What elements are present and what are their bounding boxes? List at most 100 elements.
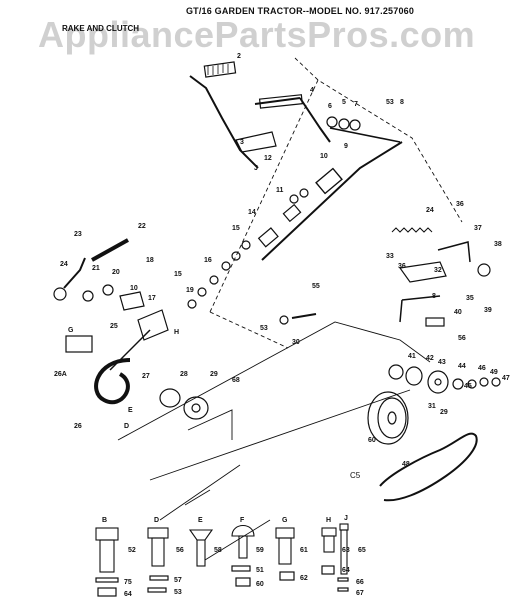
callout: 47 <box>502 375 510 382</box>
callout: 35 <box>466 295 474 302</box>
pedal-shaft <box>254 94 401 143</box>
callout: 7 <box>354 101 358 108</box>
bolt-number: 61 <box>300 547 308 554</box>
callout: 42 <box>426 355 434 362</box>
callout: 38 <box>494 241 502 248</box>
callout: 19 <box>186 287 194 294</box>
callout: 12 <box>264 155 272 162</box>
callout: 23 <box>74 231 82 238</box>
spring-24 <box>391 227 433 233</box>
bolt-number: 58 <box>214 547 222 554</box>
diagram-title: GT/16 GARDEN TRACTOR--MODEL NO. 917.2570… <box>185 6 415 16</box>
shaft-bushings <box>257 167 343 248</box>
section-title: RAKE AND CLUTCH <box>62 24 140 33</box>
callout: 29 <box>440 409 448 416</box>
callout: 44 <box>458 363 466 370</box>
drive-pulley-stack <box>388 364 501 394</box>
callout: 3 <box>240 139 244 146</box>
callout: 10 <box>320 153 328 160</box>
hardware-number: 53 <box>174 589 182 596</box>
callout: H <box>174 329 179 336</box>
hardware-number: 51 <box>256 567 264 574</box>
callout: 29 <box>210 371 218 378</box>
hardware-number: 64 <box>124 591 132 598</box>
callout: 48 <box>402 461 410 468</box>
large-pulley <box>367 391 409 445</box>
bolt-number: 63 <box>342 547 350 554</box>
callout: 8 <box>432 293 436 300</box>
callout: 22 <box>138 223 146 230</box>
hardware-number: 67 <box>356 590 364 597</box>
brake-pedal-rod <box>189 61 259 169</box>
callout: 46 <box>478 365 486 372</box>
hardware-washers <box>95 565 349 597</box>
callout: 36 <box>456 201 464 208</box>
callout: 9 <box>344 143 348 150</box>
callout: 53 <box>386 99 394 106</box>
callout: 18 <box>146 257 154 264</box>
callout: 36 <box>398 263 406 270</box>
callout: 10 <box>130 285 138 292</box>
hardware-number: 75 <box>124 579 132 586</box>
callout: 6 <box>328 103 332 110</box>
brake-pulleys <box>159 388 209 420</box>
callout: 20 <box>112 269 120 276</box>
hardware-letter: D <box>154 517 159 524</box>
nuts-5-6-7 <box>326 116 361 131</box>
washer-chain <box>187 188 309 309</box>
callout: 55 <box>312 283 320 290</box>
callout: 49 <box>490 369 498 376</box>
hardware-number: 66 <box>356 579 364 586</box>
callout: 60 <box>368 437 376 444</box>
bolt-number: 59 <box>256 547 264 554</box>
callout: 4 <box>310 87 314 94</box>
bracket-12 <box>235 131 277 153</box>
callout: G <box>68 327 74 334</box>
site-watermark: AppliancePartsPros.com <box>38 14 476 55</box>
callout: 32 <box>434 267 442 274</box>
callout: 33 <box>386 253 394 260</box>
hardware-number: 57 <box>174 577 182 584</box>
callout: C5 <box>350 471 361 480</box>
frame-outline <box>117 321 431 561</box>
hardware-letter: E <box>198 517 203 524</box>
hardware-number: 62 <box>300 575 308 582</box>
callout: 14 <box>248 209 256 216</box>
hardware-bolts <box>95 523 349 575</box>
hardware-letter: B <box>102 517 107 524</box>
hardware-number: 64 <box>342 567 350 574</box>
callout: 25 <box>110 323 118 330</box>
right-clutch-linkage <box>279 241 491 327</box>
callout: 68 <box>232 377 240 384</box>
callout: 8 <box>400 99 404 106</box>
callout: E <box>128 407 133 414</box>
callout: 40 <box>454 309 462 316</box>
callout: 45 <box>464 383 472 390</box>
callout: 17 <box>148 295 156 302</box>
callout: 21 <box>92 265 100 272</box>
callout: 11 <box>276 187 284 194</box>
callout: D <box>124 423 129 430</box>
callout: 27 <box>142 373 150 380</box>
callout: 16 <box>204 257 212 264</box>
clutch-rod <box>261 141 403 261</box>
callout: 30 <box>292 339 300 346</box>
callout: 39 <box>484 307 492 314</box>
callout: 24 <box>426 207 434 214</box>
callout: 2 <box>237 53 241 60</box>
callout: 15 <box>174 271 182 278</box>
v-belt <box>379 432 478 502</box>
bolt-number: 52 <box>128 547 136 554</box>
bolt-number: 56 <box>176 547 184 554</box>
hardware-letter: G <box>282 517 288 524</box>
hardware-number: 60 <box>256 581 264 588</box>
callout: 15 <box>232 225 240 232</box>
block-g <box>65 335 93 353</box>
callout: 28 <box>180 371 188 378</box>
callout: 43 <box>438 359 446 366</box>
callout: 31 <box>428 403 436 410</box>
